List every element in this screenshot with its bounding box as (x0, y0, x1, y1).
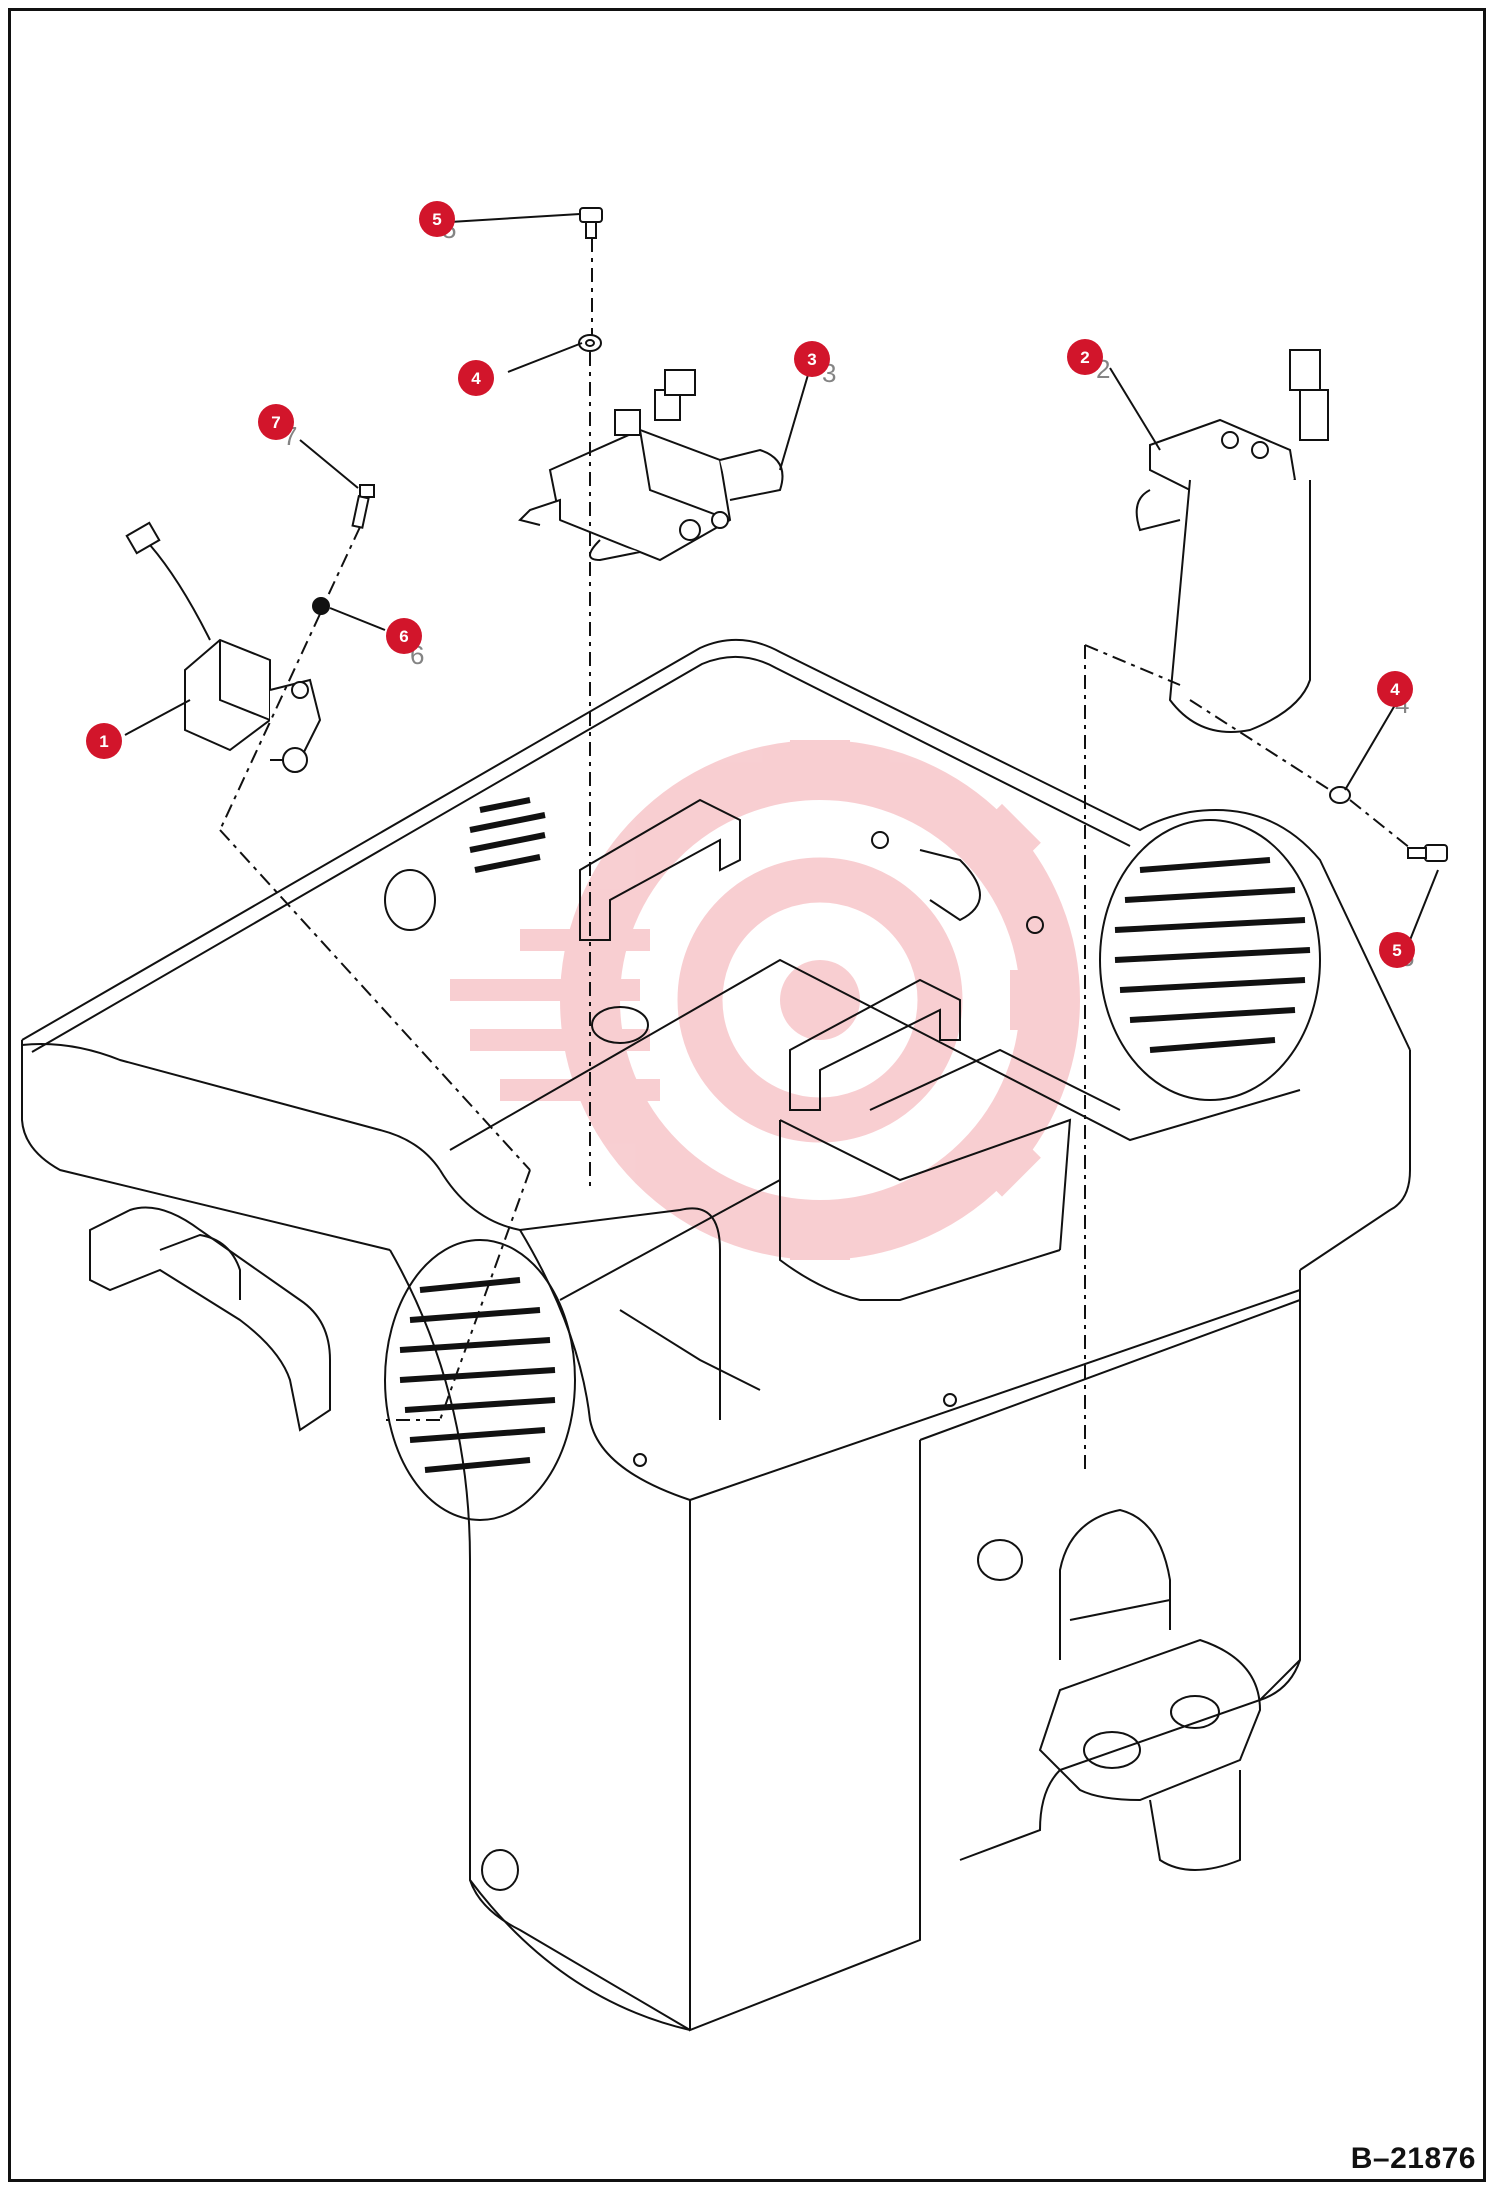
callout-6-label: 6 (399, 627, 408, 646)
part-1-solenoid (125, 521, 322, 773)
washer-6 (312, 597, 330, 615)
callout-6[interactable]: 6 (386, 618, 422, 654)
leader-lines (124, 213, 1439, 941)
chassis-frame (21, 639, 1411, 2032)
callout-2[interactable]: 2 (1067, 339, 1103, 375)
callout-4-right[interactable]: 4 (1377, 671, 1413, 707)
assembly-lines (219, 238, 1411, 1470)
callout-3[interactable]: 3 (794, 341, 830, 377)
vent-grille-right (1099, 819, 1321, 1101)
fastener-5-right (1407, 844, 1448, 862)
vent-grille-top (469, 797, 546, 873)
callout-4-right-label: 4 (1390, 680, 1400, 699)
callout-7-label: 7 (271, 413, 280, 432)
callout-7[interactable]: 7 (258, 404, 294, 440)
callout-1[interactable]: 1 (86, 723, 122, 759)
part-2-filter (1135, 349, 1329, 733)
callout-5-top[interactable]: 5 (419, 201, 455, 237)
callout-3-label: 3 (807, 350, 816, 369)
drawing-number: B–21876 (1350, 2142, 1476, 2175)
part-3-valve (518, 369, 784, 562)
callout-5-right-label: 5 (1392, 941, 1401, 960)
vent-grille-left (384, 1239, 576, 1521)
washer-4-right (1329, 786, 1351, 804)
callout-5-top-label: 5 (432, 210, 441, 229)
callout-1-label: 1 (99, 732, 108, 751)
callout-5-right[interactable]: 5 (1379, 932, 1415, 968)
callout-2-label: 2 (1080, 348, 1089, 367)
callout-4-top-label: 4 (471, 369, 481, 388)
fastener-7 (351, 484, 375, 529)
washer-4-top (578, 334, 602, 352)
fastener-5-top (579, 207, 603, 239)
callout-4-top[interactable]: 4 (458, 360, 494, 396)
